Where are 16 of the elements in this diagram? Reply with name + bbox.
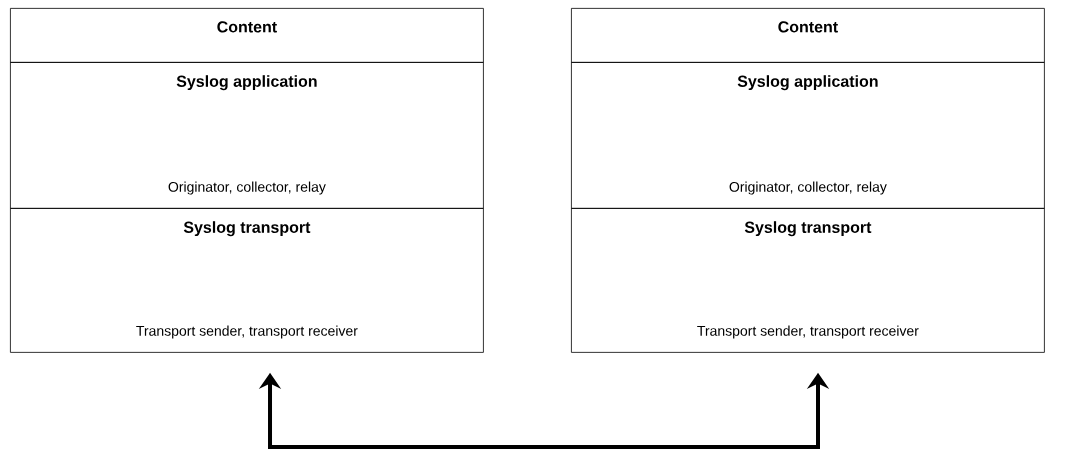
layer-box [571, 62, 1045, 209]
layer-title: Syslog transport [183, 221, 311, 237]
layer-box [10, 208, 484, 353]
layer-description: Transport sender, transport receiver [136, 325, 358, 339]
layer-title: Syslog transport [744, 221, 872, 237]
layer-description: Originator, collector, relay [168, 181, 326, 195]
layer-title: Syslog application [737, 75, 878, 91]
layer-description: Transport sender, transport receiver [697, 325, 919, 339]
layer-box [10, 8, 484, 63]
layer-description: Originator, collector, relay [729, 181, 887, 195]
layer-title: Content [217, 21, 277, 33]
layer-box [10, 62, 484, 209]
layer-box [571, 8, 1045, 63]
layer-title: Syslog application [176, 75, 317, 91]
layer-box [571, 208, 1045, 353]
layer-title: Content [778, 21, 838, 33]
